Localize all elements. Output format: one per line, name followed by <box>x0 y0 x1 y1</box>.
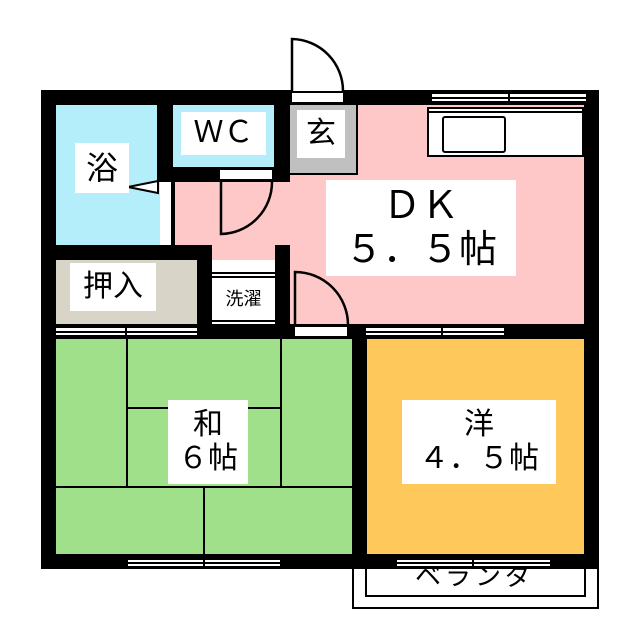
kitchen-counter-top-line <box>429 111 582 113</box>
wall-closet-top <box>41 245 212 260</box>
label-laundry: 洗濯 <box>214 282 273 318</box>
wall-japanese-western <box>352 324 367 569</box>
japanese-door-opening[interactable] <box>295 327 347 336</box>
label-dk: ＤＫ ５．５帖 <box>326 180 516 276</box>
tatami-line <box>280 339 282 487</box>
wc-door-opening[interactable] <box>220 170 272 179</box>
window-japanese-bottom <box>128 557 280 569</box>
wall-closet-laundry <box>197 245 212 339</box>
label-closet: 押入 <box>70 263 156 311</box>
label-wc: ＷＣ <box>181 112 266 155</box>
label-japanese: 和 ６帖 <box>168 400 248 484</box>
label-entrance: 玄 <box>297 110 345 158</box>
bath-door[interactable] <box>160 182 171 245</box>
entrance-door-opening[interactable] <box>292 93 343 102</box>
laundry-bottom-line <box>212 320 275 322</box>
window-dk-top <box>432 91 586 104</box>
wall-bath-door-jamb <box>171 167 175 260</box>
tatami-line <box>203 486 205 554</box>
window-western-bottom <box>397 557 550 569</box>
kitchen-sink <box>442 116 506 153</box>
closet-sliding-door[interactable] <box>56 325 197 338</box>
dk-western-sliding-door[interactable] <box>366 325 504 338</box>
label-western: 洋 ４．５帖 <box>402 400 556 484</box>
wall-laundry-right <box>275 245 290 339</box>
tatami-line <box>126 339 128 487</box>
wall-bath-wc <box>157 90 173 182</box>
laundry-top-line <box>212 272 275 278</box>
wall-wc-entrance <box>274 90 290 182</box>
label-bath: 浴 <box>75 143 129 193</box>
